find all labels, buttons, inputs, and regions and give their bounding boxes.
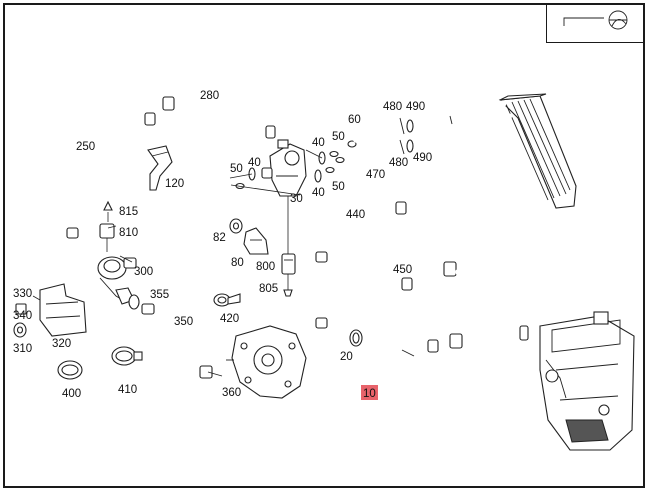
sensor-800 [281, 196, 296, 297]
label-60: 60 [348, 114, 361, 126]
clamp-410 [111, 346, 143, 366]
part-810 [99, 223, 115, 252]
hose-280 [162, 93, 276, 139]
label-320: 320 [52, 338, 71, 350]
ring-20 [349, 329, 363, 347]
clamp-420 [213, 293, 241, 307]
grommet-82 [229, 218, 243, 234]
bracket-80 [243, 227, 269, 255]
label-480-top: 480 [383, 101, 402, 113]
label-420: 420 [220, 313, 239, 325]
diagram-frame [3, 3, 645, 488]
pipes-470-480 [349, 117, 414, 165]
label-250: 250 [76, 141, 95, 153]
label-120: 120 [165, 178, 184, 190]
hose-250 [66, 112, 156, 239]
label-350: 350 [174, 316, 193, 328]
label-40-lower: 40 [312, 187, 325, 199]
clamp-400 [57, 360, 83, 380]
valve-30 [261, 139, 307, 197]
label-815: 815 [119, 206, 138, 218]
cap-815 [103, 200, 113, 222]
label-490-top: 490 [406, 101, 425, 113]
label-330: 330 [13, 288, 32, 300]
clamps-40-50-60 [305, 140, 357, 183]
vehicle-symbol-box [546, 5, 643, 43]
steering-wheel-symbol-icon [563, 10, 628, 30]
expansion-tank [539, 311, 635, 451]
pipe-to-tank [455, 269, 529, 341]
bracket-120 [147, 145, 173, 191]
label-20: 20 [340, 351, 353, 363]
label-440: 440 [346, 209, 365, 221]
nut-330 [15, 303, 27, 315]
label-340: 340 [13, 310, 32, 322]
label-40: 40 [248, 157, 261, 169]
label-480-bottom: 480 [389, 157, 408, 169]
callout-10-highlight [361, 385, 378, 400]
label-82: 82 [213, 232, 226, 244]
washer-310 [13, 322, 27, 338]
label-410: 410 [118, 384, 137, 396]
label-10: 10 [363, 388, 376, 400]
heater-core [417, 93, 577, 209]
label-450: 450 [393, 264, 412, 276]
label-50-right: 50 [332, 131, 345, 143]
hose-450 [312, 277, 463, 349]
label-300: 300 [134, 266, 153, 278]
label-360: 360 [222, 387, 241, 399]
label-50-lower: 50 [332, 181, 345, 193]
label-280: 280 [200, 90, 219, 102]
bracket-340 [39, 283, 87, 337]
label-40-right: 40 [312, 137, 325, 149]
label-30: 30 [290, 193, 303, 205]
label-400: 400 [62, 388, 81, 400]
hose-440 [312, 201, 457, 277]
label-800: 800 [256, 261, 275, 273]
hose-10 [343, 339, 439, 427]
pump-300 [97, 256, 137, 305]
label-310: 310 [13, 343, 32, 355]
ring-355 [128, 294, 140, 310]
clamps-40-50-left [229, 167, 301, 196]
label-490-bottom: 490 [413, 152, 432, 164]
hose-350 [141, 303, 223, 400]
water-pump-360 [226, 325, 307, 399]
label-50: 50 [230, 163, 243, 175]
label-805: 805 [259, 283, 278, 295]
label-80: 80 [231, 257, 244, 269]
label-470: 470 [366, 169, 385, 181]
label-355: 355 [150, 289, 169, 301]
label-810: 810 [119, 227, 138, 239]
